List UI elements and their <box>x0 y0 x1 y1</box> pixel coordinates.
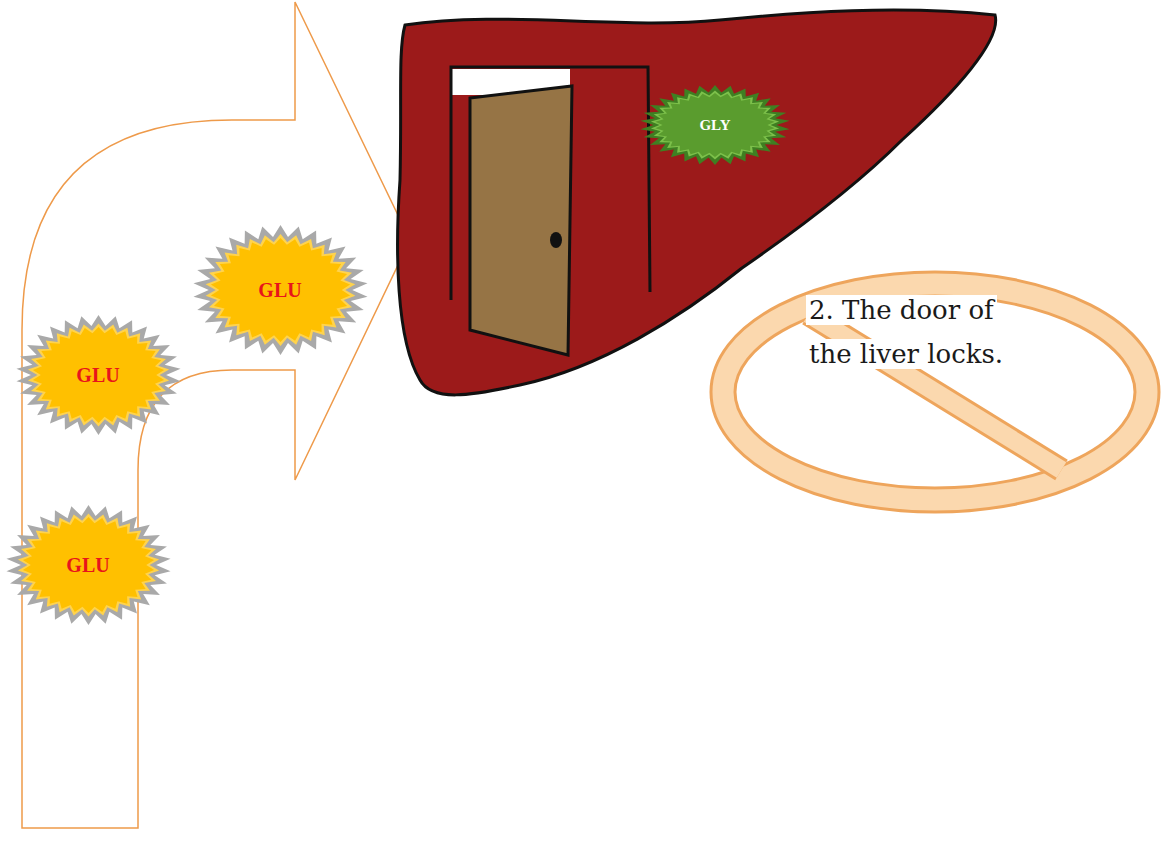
molecule-label: GLU <box>193 225 368 355</box>
glycogen-burst: GLY <box>640 85 790 165</box>
sign-slash-edge <box>809 314 1062 470</box>
molecule-label: GLY <box>640 85 790 165</box>
glucose-burst: GLU <box>16 315 181 435</box>
door-panel <box>470 86 572 355</box>
burst-spikes <box>193 225 367 355</box>
burst-spikes <box>6 505 170 625</box>
sign-ring-edge <box>723 284 1147 500</box>
molecule-label: GLU <box>6 505 171 625</box>
prohibition-sign: 2. The door of the liver locks. <box>710 268 1160 512</box>
sign-ring <box>723 284 1147 500</box>
liver-organ <box>398 10 996 395</box>
glucose-burst: GLU <box>6 505 171 625</box>
glucose-burst: GLU <box>193 225 368 355</box>
note-text: 2. The door of the liver locks. <box>806 295 1006 369</box>
molecule-label: GLU <box>16 315 181 435</box>
sign-slash <box>809 314 1062 470</box>
burst-spikes <box>640 85 789 165</box>
flow-arrow <box>22 2 410 828</box>
burst-spikes <box>16 315 180 435</box>
door-knob <box>550 232 562 248</box>
